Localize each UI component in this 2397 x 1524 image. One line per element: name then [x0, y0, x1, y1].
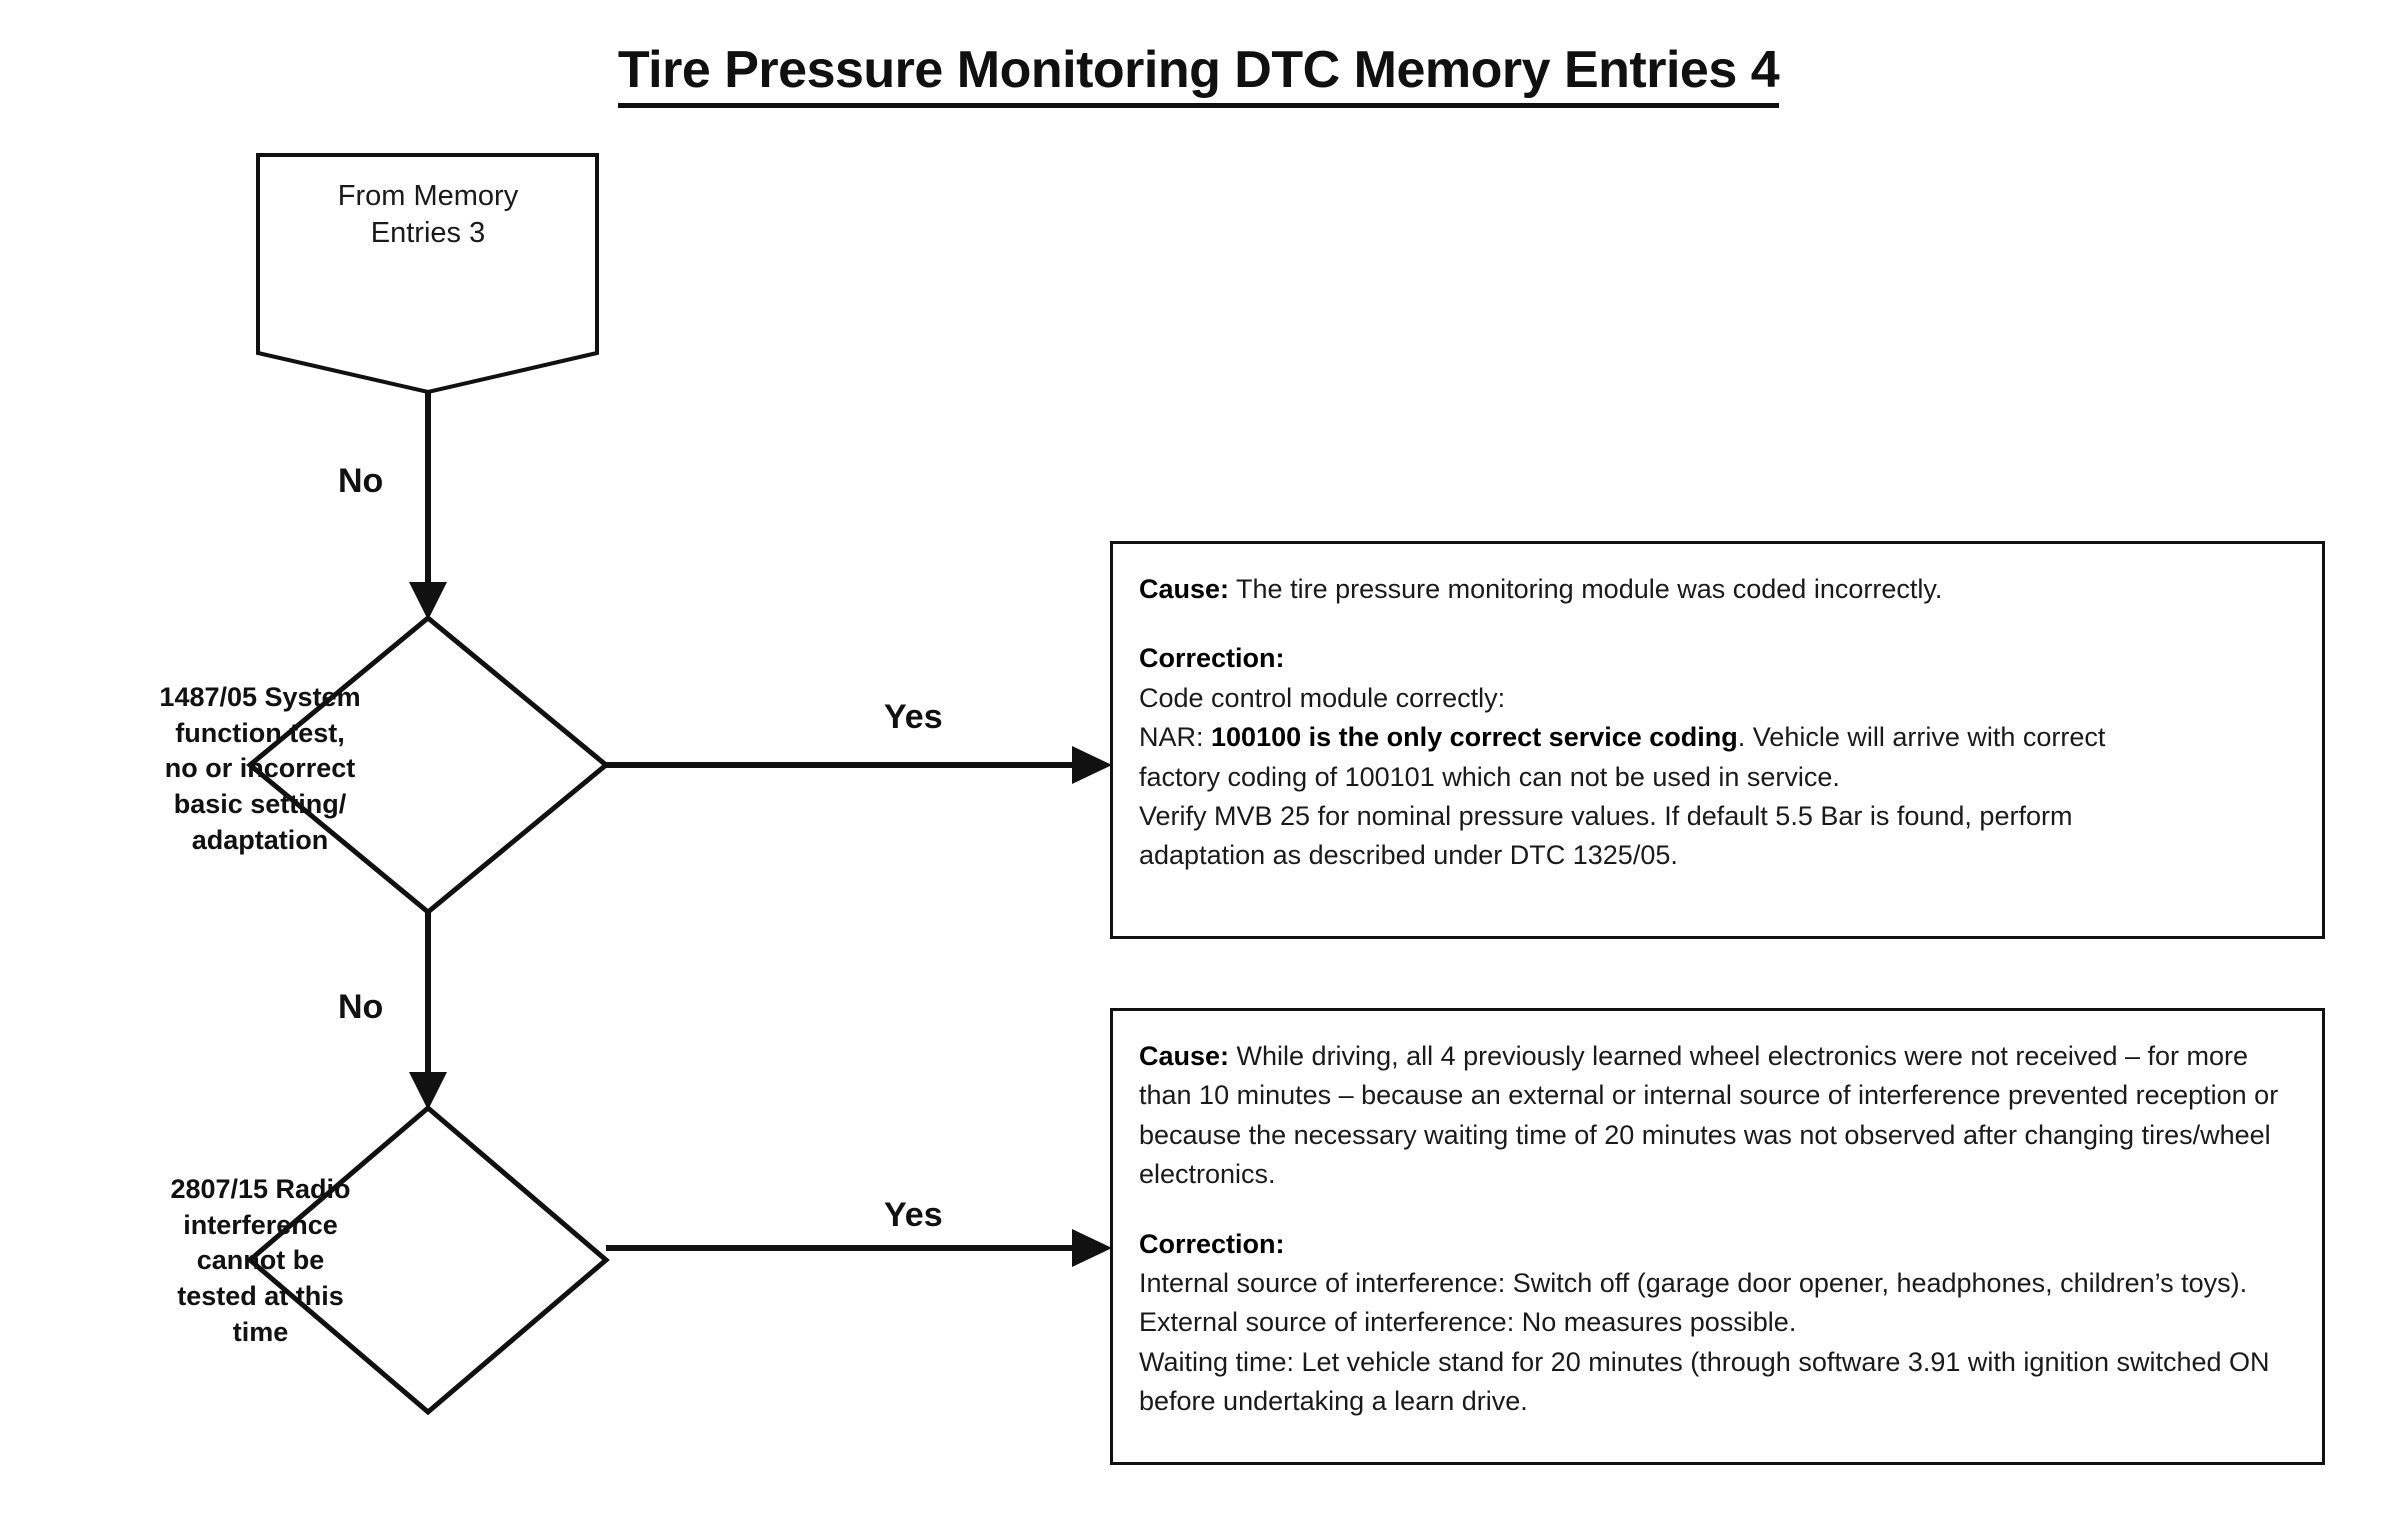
page-title: Tire Pressure Monitoring DTC Memory Entr…: [0, 40, 2397, 108]
note-1-correction-line-3: factory coding of 100101 which can not b…: [1139, 761, 1840, 792]
decision-1-line-2: function test,: [175, 717, 345, 748]
decision-1-line-5: adaptation: [191, 824, 329, 855]
note-2-correction-line-2: External source of interference: No meas…: [1139, 1307, 1797, 1338]
edge-label-no-1: No: [338, 462, 384, 500]
note-2-correction-line-3: Waiting time: Let vehicle stand for 20 m…: [1139, 1346, 2270, 1417]
note-box-cause-correction-2: Cause: While driving, all 4 previously l…: [1110, 1008, 2325, 1465]
note-1-nar-suffix: . Vehicle will arrive with correct: [1737, 722, 2106, 753]
note-box-cause-correction-1: Cause: The tire pressure monitoring modu…: [1110, 541, 2325, 939]
decision-1-line-4: basic setting/: [173, 788, 347, 819]
note-1-nar-paragraph: NAR: 100100 is the only correct service …: [1139, 718, 2296, 757]
note-box-1-content: Cause: The tire pressure monitoring modu…: [1113, 544, 2322, 886]
decision-2-line-1: 2807/15 Radio: [170, 1174, 351, 1204]
decision-2-line-2: interference: [183, 1209, 338, 1240]
edge-label-no-2: No: [338, 988, 384, 1026]
note-2-correction-label-paragraph: Correction:: [1139, 1225, 2296, 1264]
decision-1-line-3: no or incorrect: [164, 753, 356, 784]
edge-no-2-arrowhead: [409, 1072, 447, 1110]
decision-2-line-4: tested at this: [177, 1280, 344, 1311]
decision-2-line-5: time: [232, 1316, 289, 1347]
note-1-correction-label-paragraph: Correction:: [1139, 639, 2296, 678]
decision-2-line-3: cannot be: [196, 1245, 325, 1276]
note-2-cause-paragraph: Cause: While driving, all 4 previously l…: [1139, 1037, 2296, 1195]
note-1-cause-text: The tire pressure monitoring module was …: [1229, 574, 1943, 604]
note-1-cause-paragraph: Cause: The tire pressure monitoring modu…: [1139, 570, 2296, 609]
terminator-label: From Memory Entries 3: [258, 178, 598, 252]
page-title-text: Tire Pressure Monitoring DTC Memory Entr…: [617, 41, 1780, 108]
note-2-cause-text: While driving, all 4 previously learned …: [1139, 1041, 2279, 1190]
edge-label-yes-1: Yes: [884, 698, 943, 736]
note-box-2-content: Cause: While driving, all 4 previously l…: [1113, 1011, 2322, 1432]
note-1-cause-label: Cause:: [1139, 574, 1230, 604]
note-2-correction-label: Correction:: [1139, 1228, 1285, 1259]
edge-yes-1-arrowhead: [1072, 746, 1112, 784]
edge-yes-2-arrowhead: [1072, 1229, 1112, 1267]
note-1-correction-line-1: Code control module correctly:: [1139, 682, 1506, 713]
decision-1-label: 1487/05 System function test, no or inco…: [120, 680, 400, 858]
terminator-line-1: From Memory: [337, 180, 519, 212]
decision-2-label: 2807/15 Radio interference cannot be tes…: [128, 1172, 393, 1350]
note-2-correction-line-1: Internal source of interference: Switch …: [1139, 1268, 2248, 1299]
decision-1-line-1: 1487/05 System: [159, 682, 361, 712]
note-1-nar-bold: 100100 is the only correct service codin…: [1211, 722, 1738, 753]
note-1-correction-line-5: adaptation as described under DTC 1325/0…: [1139, 840, 1678, 871]
edge-no-1-arrowhead: [409, 582, 447, 620]
note-1-correction-label: Correction:: [1139, 643, 1285, 674]
edge-label-yes-2: Yes: [884, 1196, 943, 1234]
note-2-cause-label: Cause:: [1139, 1041, 1230, 1071]
note-1-nar-prefix: NAR:: [1139, 722, 1212, 753]
terminator-line-2: Entries 3: [370, 217, 486, 250]
note-1-correction-line-4: Verify MVB 25 for nominal pressure value…: [1139, 801, 2073, 832]
